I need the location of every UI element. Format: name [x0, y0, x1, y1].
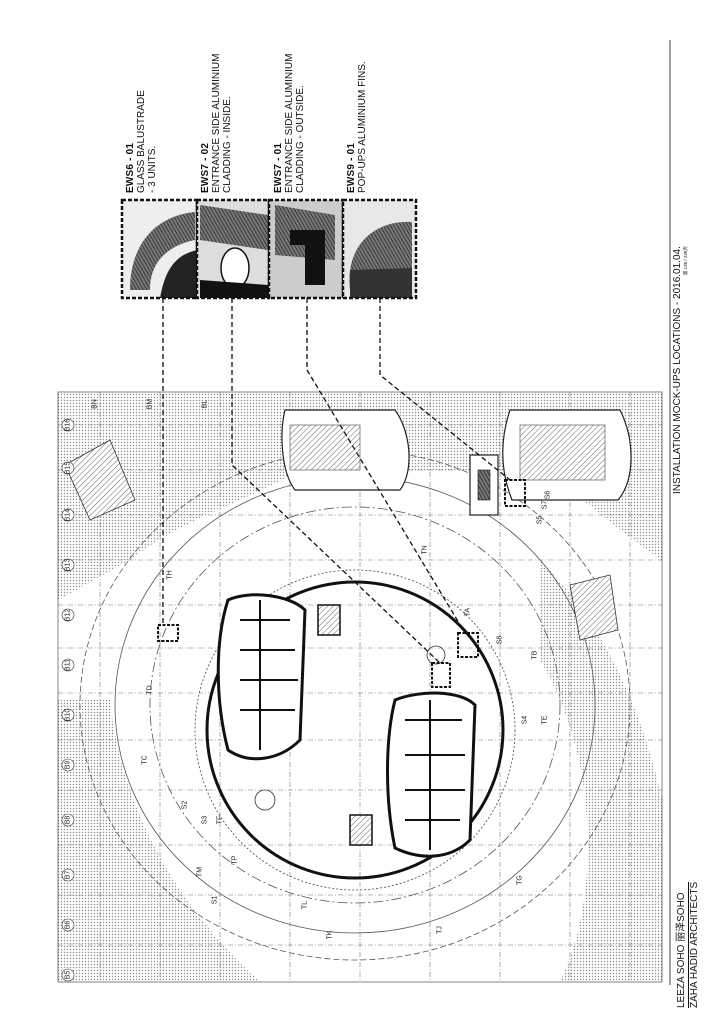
thumbnail-ews9 — [341, 198, 418, 300]
zone-label: TH — [167, 570, 174, 579]
zone-label: TB — [532, 650, 539, 659]
zone-label: S1 — [212, 896, 219, 905]
grid-labels: B5 B6 B7 B8 B9 B10 B11 B12 B13 B14 B15 B16 BN BM BL TA T… — [61, 399, 552, 982]
zone-label: S8 — [497, 636, 504, 645]
structural-grid — [58, 392, 662, 982]
callout-ews7-02-line1: ENTRANCE SIDE ALUMINIUM — [211, 53, 222, 193]
grid-bubble — [61, 658, 75, 672]
architect-name: ZAHA HADID ARCHITECTS — [689, 881, 700, 1008]
grid-label-numbered: B13 — [65, 559, 72, 572]
ground-area-top — [58, 392, 300, 600]
grid-label-numbered: B16 — [65, 419, 72, 432]
grid-bubble — [61, 918, 75, 932]
callout-ews9-code: EWS9 - 01 — [346, 142, 357, 193]
callout-leaders — [162, 298, 511, 664]
grid-label-lettered: BN — [92, 399, 99, 409]
grid-bubble — [61, 813, 75, 827]
grid-label-numbered: B10 — [65, 709, 72, 722]
pavilion-north — [281, 409, 410, 491]
sheet-page-ref: 第 138 / 238页 — [683, 246, 688, 276]
mockup-marker-ews9 — [504, 479, 526, 507]
sheet-title-block: INSTALLATION MOCK-UPS LOCATIONS - 2016.0… — [672, 246, 689, 494]
zone-label: TJ — [437, 926, 444, 934]
grid-bubble — [61, 461, 75, 475]
callout-ews7-02-line2: CLADDING - INSIDE. — [222, 96, 233, 193]
callout-ews6-line2: - 3 UNITS. — [147, 145, 158, 193]
zone-label: S6 — [545, 491, 552, 500]
callout-ews6: EWS6 - 01 GLASS BALUSTRADE - 3 UNITS. — [125, 90, 158, 193]
grid-label-lettered: BL — [202, 400, 209, 409]
mockup-marker-ews6 — [157, 624, 179, 642]
zone-label: TD — [147, 685, 154, 694]
canopy-south — [569, 574, 619, 641]
core-a — [317, 604, 341, 636]
grid-bubble — [61, 708, 75, 722]
grid-label-numbered: B14 — [65, 509, 72, 522]
callout-ews7-01-line1: ENTRANCE SIDE ALUMINIUM — [284, 53, 295, 193]
core-b — [349, 814, 373, 846]
grid-bubble — [61, 418, 75, 432]
zone-label: TK — [327, 930, 334, 939]
thumbnail-ews7-02 — [195, 198, 271, 300]
callout-ews6-line1: GLASS BALUSTRADE — [136, 90, 147, 193]
callout-ews7-01-code: EWS7 - 01 — [273, 142, 284, 193]
zone-label: TC — [142, 755, 149, 764]
callout-ews6-code: EWS6 - 01 — [125, 142, 136, 193]
callout-ews7-02: EWS7 - 02 ENTRANCE SIDE ALUMINIUM CLADDI… — [200, 54, 233, 193]
grid-label-numbered: B5 — [65, 971, 72, 980]
tower-wing-west — [216, 593, 307, 761]
zone-label: S7 — [542, 501, 549, 510]
grid-bubble — [61, 558, 75, 572]
grid-bubble — [61, 758, 75, 772]
grid-bubble — [61, 508, 75, 522]
thumbnail-ews7-01 — [267, 198, 345, 300]
callout-ews7-02-code: EWS7 - 02 — [200, 142, 211, 193]
zone-label: TF — [217, 816, 224, 825]
ground-area-left — [58, 700, 260, 982]
canopy-north — [64, 439, 136, 521]
project-title-block: LEEZA SOHO 丽泽SOHO ZAHA HADID ARCHITECTS — [672, 881, 700, 1008]
zone-label: S4 — [522, 716, 529, 725]
mockup-marker-ews7-01 — [457, 632, 479, 658]
zone-label: TG — [517, 875, 524, 885]
callout-ews9: EWS9 - 01 POP-UPS ALUMINIUM FINS. — [346, 61, 368, 193]
grid-bubble — [61, 608, 75, 622]
sheet-title: INSTALLATION MOCK-UPS LOCATIONS - 2016.0… — [672, 246, 683, 494]
zone-label: TL — [302, 901, 309, 909]
pavilion-east — [502, 409, 632, 501]
callout-ews9-line1: POP-UPS ALUMINIUM FINS. — [357, 61, 368, 193]
mockup-marker-ews7-02 — [431, 662, 451, 688]
callout-thumbnails — [120, 198, 418, 300]
zone-label: S3 — [202, 816, 209, 825]
project-name: LEEZA SOHO 丽泽SOHO — [672, 881, 689, 1008]
grid-label-numbered: B9 — [65, 761, 72, 770]
thumbnail-ews6 — [120, 198, 199, 300]
zone-label: S2 — [182, 801, 189, 810]
grid-label-numbered: B15 — [65, 462, 72, 475]
zone-label: TN — [422, 545, 429, 554]
ground-area-bottom — [540, 560, 662, 982]
callout-ews7-01-line2: CLADDING - OUTSIDE. — [295, 85, 306, 193]
grid-label-numbered: B6 — [65, 921, 72, 930]
grid-label-numbered: B7 — [65, 871, 72, 880]
tower-wing-east — [386, 691, 477, 858]
grid-label-numbered: B11 — [65, 659, 72, 671]
zone-label: TE — [542, 715, 549, 724]
grid-label-numbered: B12 — [65, 609, 72, 622]
grid-bubble — [61, 868, 75, 882]
callout-ews7-01: EWS7 - 01 ENTRANCE SIDE ALUMINIUM CLADDI… — [273, 54, 306, 193]
grid-label-numbered: B8 — [65, 816, 72, 825]
grid-label-lettered: BM — [147, 399, 154, 410]
grid-bubble — [61, 968, 75, 982]
zone-label: TM — [197, 867, 204, 877]
zone-label: TA — [465, 607, 472, 616]
zone-label: TP — [232, 855, 239, 864]
zone-label: S5 — [537, 516, 544, 525]
